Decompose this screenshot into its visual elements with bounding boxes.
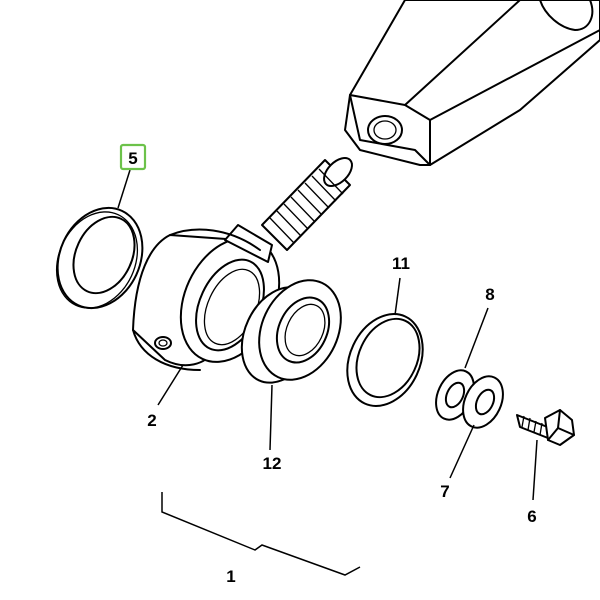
- callout-8[interactable]: 8: [485, 285, 494, 304]
- callout-1[interactable]: 1: [226, 567, 235, 586]
- callout-12[interactable]: 12: [263, 454, 282, 473]
- leader-12: [269, 384, 273, 451]
- bolt-part-6: [516, 409, 575, 446]
- snap-ring-part-11: [346, 313, 424, 407]
- bearing-part-12: [240, 279, 342, 384]
- leader-2: [157, 364, 184, 406]
- assembly-bracket: [161, 492, 361, 576]
- callout-5-highlight: [119, 143, 147, 171]
- leader-11: [394, 277, 401, 316]
- callout-7[interactable]: 7: [440, 482, 449, 501]
- leader-7: [449, 424, 475, 479]
- callout-6[interactable]: 6: [527, 507, 536, 526]
- leader-6: [532, 439, 538, 501]
- leader-5: [117, 169, 131, 209]
- callout-11[interactable]: 11: [392, 254, 410, 273]
- seal-ring-part-5: [55, 206, 144, 310]
- leader-lines: [117, 169, 538, 501]
- washer-part-7: [462, 375, 504, 429]
- leader-8: [464, 307, 489, 369]
- callout-2[interactable]: 2: [147, 411, 156, 430]
- callout-5[interactable]: 5: [128, 149, 137, 168]
- rod-end-stud: [261, 157, 353, 251]
- arm-housing: [344, 0, 600, 166]
